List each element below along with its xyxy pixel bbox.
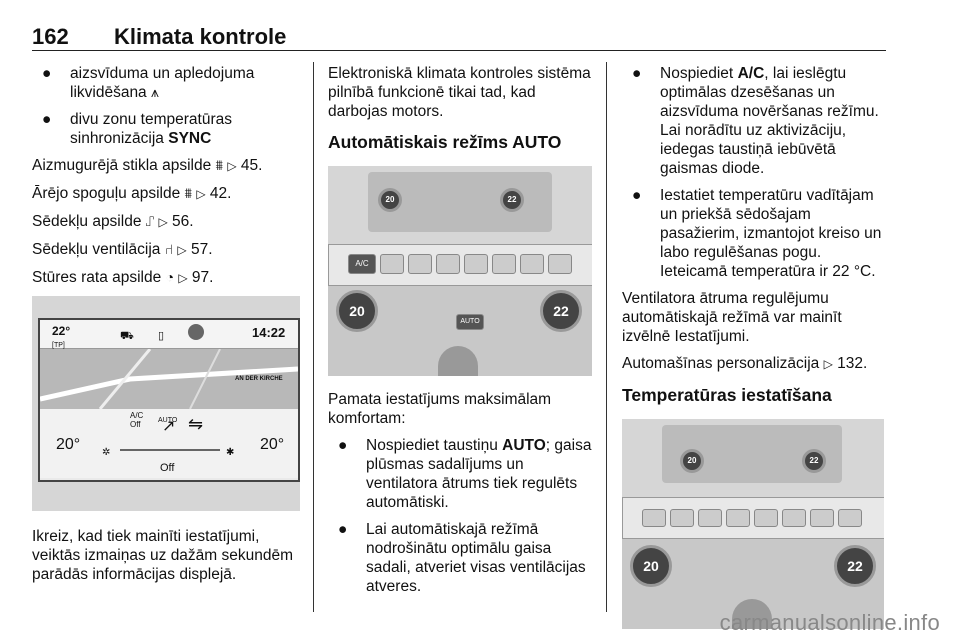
sync-label: SYNC <box>168 130 212 147</box>
auto-button: AUTO <box>456 314 484 330</box>
left-temp-knob-small: 20 <box>680 449 704 473</box>
line-steering-wheel: Stūres rata apsilde ◔ ▷ 97. <box>32 269 214 286</box>
watermark: carmanualsonline.info <box>719 610 940 635</box>
ac-button: A/C <box>348 254 376 274</box>
reference-arrow-icon: ▷ <box>177 243 187 257</box>
list-item: ● aizsvīduma un apledojuma likvidēšana ⩚ <box>42 65 255 101</box>
info-display-figure: 22° [TP] ⛟ ▯ 14:22 AN DER KIRCHE A/C Off… <box>32 296 300 511</box>
reference-arrow-icon: ▷ <box>227 159 237 173</box>
page-title: Klimata kontrole <box>114 24 287 49</box>
info-display: 22° [TP] ⛟ ▯ 14:22 AN DER KIRCHE A/C Off… <box>38 318 300 482</box>
left-temp-knob: 20 <box>630 545 672 587</box>
recirculation-icon: ⇋ <box>188 414 204 434</box>
reference-arrow-icon: ▷ <box>178 271 188 285</box>
paragraph: Ventilatora ātruma regulējumu automātisk… <box>622 290 842 345</box>
heated-rear-window-icon: ⩩ <box>215 157 223 173</box>
list-item: ● Iestatiet temperatūru vadītājam un pri… <box>632 187 882 280</box>
section-heading: Temperatūras iestatīšana <box>622 385 832 405</box>
column-divider <box>606 62 607 612</box>
list-item: ● Nospiediet taustiņu AUTO; gaisa plūsma… <box>338 437 592 511</box>
temperature-panel-figure: 20 22 20 22 <box>622 419 884 629</box>
fan-icon: ✲ <box>102 447 111 458</box>
seat-heating-icon: ⑀ <box>145 213 155 229</box>
page-header: 162 Klimata kontrole <box>32 20 886 51</box>
phone-icon: ▯ <box>158 330 165 342</box>
column-divider <box>313 62 314 612</box>
left-temp-knob: 20 <box>336 290 378 332</box>
list-item: ● Lai automātiskajā režīmā nodrošinātu o… <box>338 521 586 595</box>
list-item: ● divu zonu temperatūras sinhronizācija … <box>42 111 232 147</box>
line-seat-heating: Sēdekļu apsilde ⑀ ▷ 56. <box>32 213 194 230</box>
section-heading: Automātiskais režīms AUTO <box>328 132 562 152</box>
right-temp-knob: 22 <box>834 545 876 587</box>
list-item: ● Nospiediet A/C, lai ieslēgtu optimālas… <box>632 65 879 177</box>
intro-paragraph: Elektroniskā klimata kontroles sistēma p… <box>328 65 591 120</box>
app-icon <box>188 324 204 340</box>
map-view <box>40 349 298 409</box>
right-temp-knob-small: 22 <box>802 449 826 473</box>
column-1: ● aizsvīduma un apledojuma likvidēšana ⩚… <box>32 64 302 592</box>
heated-mirror-icon: ⩩ <box>184 185 193 201</box>
seat-ventilation-icon: ⑁ <box>164 241 174 257</box>
reference-arrow-icon: ▷ <box>823 357 833 371</box>
steering-wheel-heat-icon: ◔ <box>165 269 175 285</box>
climate-panel-figure: 20 22 A/C 20 22 AUTO <box>328 166 592 376</box>
reference-arrow-icon: ▷ <box>158 215 168 229</box>
paragraph: Automašīnas personalizācija ▷ 132. <box>622 355 868 372</box>
line-mirrors: Ārējo spoguļu apsilde ⩩ ▷ 42. <box>32 185 232 202</box>
right-temp-knob: 22 <box>540 290 582 332</box>
paragraph: Pamata iestatījums maksimālam komfortam: <box>328 391 552 427</box>
caption: Ikreiz, kad tiek mainīti iestatījumi, ve… <box>32 528 294 583</box>
defrost-icon: ⩚ <box>151 84 159 100</box>
reference-arrow-icon: ▷ <box>196 187 206 201</box>
fan-high-icon: ✱ <box>226 447 235 458</box>
page-number: 162 <box>32 24 69 49</box>
line-rear-window: Aizmugurējā stikla apsilde ⩩ ▷ 45. <box>32 157 263 174</box>
nav-icon: ⛟ <box>120 330 134 342</box>
line-seat-ventilation: Sēdekļu ventilācija ⑁ ▷ 57. <box>32 241 213 258</box>
airflow-icon: ↗ <box>162 418 176 435</box>
column-3: ● Nospiediet A/C, lai ieslēgtu optimālas… <box>622 64 884 629</box>
column-2: Elektroniskā klimata kontroles sistēma p… <box>328 64 592 604</box>
